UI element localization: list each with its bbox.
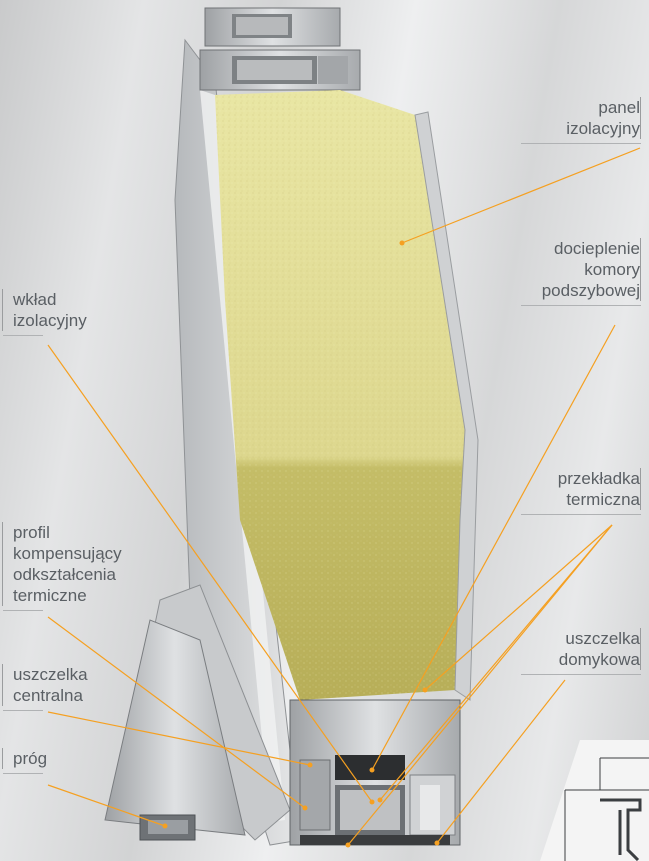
label-prog: próg xyxy=(2,748,47,769)
label-docieplenie-komory: docieplenie komory podszybowej xyxy=(542,238,641,301)
label-przekladka-termiczna: przekładka termiczna xyxy=(558,468,641,510)
label-uszczelka-centralna: uszczelka centralna xyxy=(2,664,88,706)
technical-drawing xyxy=(540,740,649,861)
label-panel-izolacyjny: panel izolacyjny xyxy=(566,97,641,139)
label-wklad-izolacyjny: wkład izolacyjny xyxy=(2,289,87,331)
label-uszczelka-domykowa: uszczelka domykowa xyxy=(559,628,641,670)
label-profil-kompensujacy: profil kompensujący odkształcenia termic… xyxy=(2,522,122,606)
top-frame-profile xyxy=(200,8,360,90)
